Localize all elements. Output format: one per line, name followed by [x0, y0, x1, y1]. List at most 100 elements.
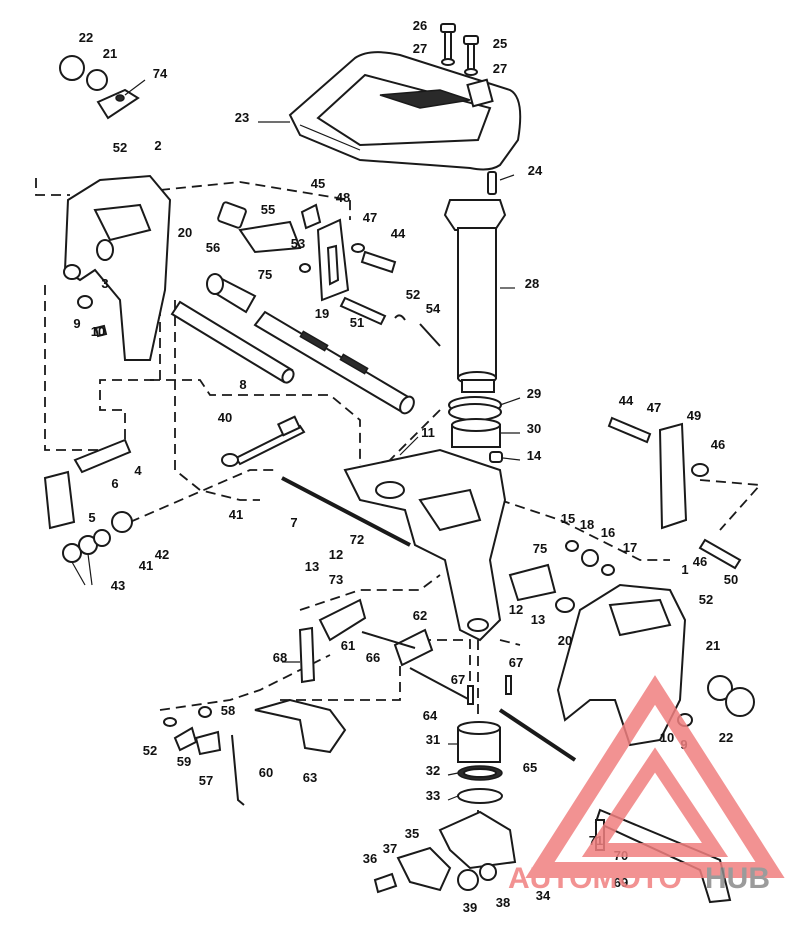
part-label-20a: 20 [178, 225, 192, 240]
bushing-stack-part-31-32-33 [457, 721, 503, 804]
part-label-3: 3 [101, 276, 108, 291]
part-label-65: 65 [523, 760, 537, 775]
part-label-21a: 21 [103, 46, 117, 61]
part-label-33: 33 [426, 788, 440, 803]
part-label-8: 8 [239, 377, 246, 392]
part-label-24: 24 [528, 163, 543, 178]
part-label-13b: 13 [531, 612, 545, 627]
part-label-39: 39 [463, 900, 477, 915]
part-label-45: 45 [311, 176, 325, 191]
clamp-parts-group [373, 810, 517, 894]
part-label-44a: 44 [391, 226, 406, 241]
swivel-bracket-part-11 [343, 448, 507, 642]
part-label-30: 30 [527, 421, 541, 436]
swivel-shaft-part-28 [443, 171, 507, 393]
bushing-part-75-upper [206, 273, 257, 314]
part-label-48: 48 [336, 190, 350, 205]
part-label-37: 37 [383, 841, 397, 856]
part-label-58: 58 [221, 703, 235, 718]
part-label-67a: 67 [509, 655, 523, 670]
part-label-14: 14 [527, 448, 542, 463]
part-label-52b: 52 [406, 287, 420, 302]
part-label-19: 19 [315, 306, 329, 321]
part-label-27a: 27 [413, 41, 427, 56]
label-leader-lines [71, 79, 521, 801]
part-label-72: 72 [350, 532, 364, 547]
part-label-36: 36 [363, 851, 377, 866]
part-label-35: 35 [405, 826, 419, 841]
right-small-parts-group [508, 416, 742, 613]
right-stern-bracket-part-1 [556, 583, 755, 747]
part-label-46b: 46 [693, 554, 707, 569]
part-label-22a: 22 [79, 30, 93, 45]
part-label-9a: 9 [73, 316, 80, 331]
left-small-parts-group [43, 415, 306, 563]
part-label-31: 31 [426, 732, 440, 747]
tilt-tube-part-19 [253, 310, 415, 415]
part-label-2: 2 [154, 138, 161, 153]
part-label-28: 28 [525, 276, 539, 291]
bushings-part-29-30-14 [448, 396, 503, 463]
part-label-57: 57 [199, 773, 213, 788]
part-label-6: 6 [111, 476, 118, 491]
part-label-26: 26 [413, 18, 427, 33]
part-label-53: 53 [291, 236, 305, 251]
part-label-54: 54 [426, 301, 441, 316]
part-label-68: 68 [273, 650, 287, 665]
part-label-40: 40 [218, 410, 232, 425]
part-label-50: 50 [724, 572, 738, 587]
part-label-52a: 52 [113, 140, 127, 155]
part-label-55: 55 [261, 202, 275, 217]
part-label-74: 74 [153, 66, 168, 81]
part-label-10a: 10 [91, 324, 105, 339]
part-label-43: 43 [111, 578, 125, 593]
part-label-25: 25 [493, 36, 507, 51]
part-label-16: 16 [601, 525, 615, 540]
part-label-59: 59 [177, 754, 191, 769]
part-label-75a: 75 [258, 267, 272, 282]
part-label-21b: 21 [706, 638, 720, 653]
part-label-61: 61 [341, 638, 355, 653]
part-label-46a: 46 [711, 437, 725, 452]
part-label-20b: 20 [558, 633, 572, 648]
part-label-41a: 41 [229, 507, 243, 522]
part-label-51: 51 [350, 315, 364, 330]
lower-linkage-parts-group [254, 598, 577, 762]
watermark-inner-triangle-icon [581, 747, 729, 857]
part-label-67b: 67 [451, 672, 465, 687]
part-label-69: 69 [614, 875, 628, 890]
part-label-15: 15 [561, 511, 575, 526]
part-label-17: 17 [623, 540, 637, 555]
watermark-triangle-icon [525, 675, 785, 878]
part-label-7: 7 [290, 515, 297, 530]
part-label-75b: 75 [533, 541, 547, 556]
part-label-27b: 27 [493, 61, 507, 76]
part-label-22b: 22 [719, 730, 733, 745]
part-label-47b: 47 [647, 400, 661, 415]
tube-part-8 [170, 300, 295, 384]
rod-part-7 [281, 476, 411, 547]
lower-left-small-parts-group [163, 706, 245, 806]
part-label-29: 29 [527, 386, 541, 401]
part-label-32: 32 [426, 763, 440, 778]
part-label-10b: 10 [660, 730, 674, 745]
part-label-44b: 44 [619, 393, 634, 408]
part-label-18: 18 [580, 517, 594, 532]
part-label-5: 5 [88, 510, 95, 525]
part-label-73: 73 [329, 572, 343, 587]
part-label-13a: 13 [305, 559, 319, 574]
part-label-63: 63 [303, 770, 317, 785]
cap-nut-part-22-21-74 [59, 55, 140, 120]
bolts-part-25-26-27 [440, 23, 479, 76]
steering-handle-part-23 [288, 51, 522, 171]
automotohub-watermark: AUTOMOTO HUB [508, 675, 785, 895]
part-label-60: 60 [259, 765, 273, 780]
part-label-1: 1 [681, 562, 688, 577]
part-label-64: 64 [423, 708, 438, 723]
part-label-49: 49 [687, 408, 701, 423]
part-label-12b: 12 [509, 602, 523, 617]
part-label-56: 56 [206, 240, 220, 255]
part-label-52d: 52 [143, 743, 157, 758]
watermark-brand-left: AUTOMOTO [508, 862, 682, 895]
